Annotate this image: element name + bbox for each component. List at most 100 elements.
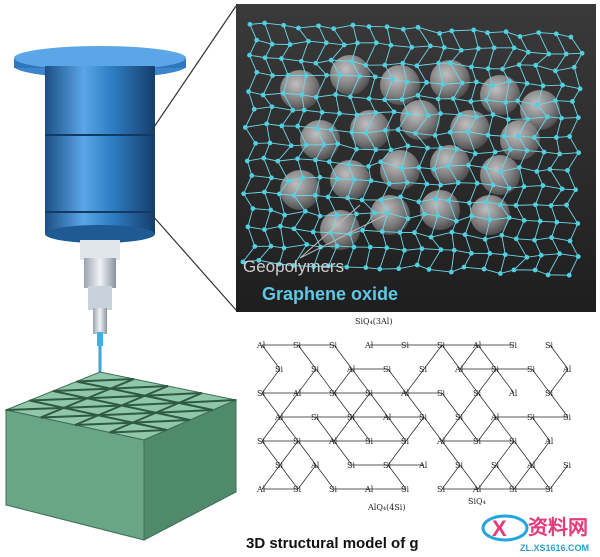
graphene-node — [533, 202, 538, 208]
graphene-node — [247, 52, 252, 58]
graphene-node — [244, 158, 250, 164]
graphene-node — [575, 254, 581, 259]
graphene-bond — [502, 47, 515, 70]
chem-atom: Al — [328, 437, 338, 446]
graphene-node — [427, 43, 433, 49]
chem-atom: Si — [257, 437, 265, 446]
graphene-bond — [281, 110, 294, 127]
graphene-node — [438, 247, 444, 253]
graphene-bond — [302, 176, 320, 179]
graphene-node — [440, 81, 446, 87]
graphene-bond — [535, 53, 550, 66]
graphene-node — [405, 143, 411, 149]
graphene-node — [260, 92, 266, 98]
graphene-bond — [312, 231, 322, 248]
graphene-node — [487, 217, 493, 223]
graphene-bond — [408, 113, 429, 116]
graphene-bond — [417, 26, 440, 34]
geopolymer-sphere — [280, 70, 320, 110]
graphene-bond — [435, 184, 441, 200]
graphene-node — [545, 272, 551, 278]
graphene-bond — [291, 144, 307, 147]
chem-atom: Si — [455, 461, 463, 470]
graphene-node — [302, 208, 308, 214]
graphene-node — [254, 69, 260, 75]
graphene-node — [458, 47, 464, 53]
graphene-node — [405, 216, 411, 222]
chem-atom: Al — [472, 485, 482, 494]
graphene-bond — [322, 111, 340, 114]
graphene-bond — [517, 118, 529, 137]
graphene-bond — [416, 62, 439, 67]
lattice-diagonal — [155, 409, 214, 414]
graphene-node — [474, 114, 479, 120]
graphene-bond — [297, 109, 305, 127]
graphene-bond — [249, 24, 258, 41]
graphene-node — [400, 60, 406, 66]
graphene-node — [354, 146, 359, 152]
graphene-bond — [397, 129, 409, 147]
graphene-bond — [293, 228, 308, 245]
graphene-node — [377, 266, 383, 272]
chem-atom: Al — [436, 437, 446, 446]
graphene-node — [383, 127, 388, 133]
graphene-bond — [390, 44, 412, 48]
graphene-node — [563, 51, 569, 57]
graphene-bond — [347, 148, 357, 165]
graphene-node — [557, 151, 563, 157]
graphene-node — [363, 130, 369, 136]
chem-bond — [297, 440, 317, 466]
graphene-node — [506, 185, 512, 191]
chem-atom: Al — [292, 389, 302, 398]
graphene-bond — [442, 82, 463, 85]
graphene-bond — [248, 91, 264, 96]
graphene-node — [534, 102, 540, 108]
graphene-node — [400, 26, 406, 32]
graphene-node — [313, 60, 319, 66]
graphene-bond — [335, 94, 340, 114]
graphene-bond — [501, 217, 510, 236]
chem-bond — [351, 416, 371, 442]
graphene-node — [521, 218, 527, 223]
graphene-bond — [361, 199, 375, 214]
graphene-bond — [401, 167, 419, 169]
geopolymer-sphere — [450, 110, 490, 150]
graphene-bond — [464, 215, 473, 235]
graphene-bond — [526, 150, 545, 153]
graphene-bond — [430, 231, 453, 238]
graphene-bond — [288, 177, 304, 182]
graphene-node — [482, 236, 488, 242]
graphene-bond — [418, 167, 435, 170]
chem-bond — [477, 392, 497, 418]
graphene-node — [247, 21, 253, 27]
graphene-node — [279, 123, 285, 129]
graphene-bond — [485, 151, 496, 168]
graphene-bond — [450, 62, 472, 68]
graphene-bond — [572, 101, 579, 118]
graphene-bond — [471, 66, 477, 83]
graphene-bond — [471, 215, 491, 221]
chem-atom: Si — [563, 413, 571, 422]
graphene-node — [565, 167, 570, 173]
graphene-bond — [448, 200, 470, 204]
graphene-node — [386, 181, 392, 187]
graphene-node — [449, 28, 455, 34]
graphene-node — [559, 186, 565, 192]
chem-bond — [531, 368, 551, 394]
graphene-bond — [447, 164, 469, 167]
graphene-node — [291, 226, 297, 232]
graphene-node — [438, 182, 443, 188]
graphene-node — [560, 82, 565, 88]
graphene-bond — [351, 61, 360, 77]
graphene-bond — [384, 64, 394, 80]
graphene-bond — [266, 123, 271, 144]
chem-bond — [459, 464, 479, 490]
chem-atom: Al — [274, 413, 284, 422]
graphene-node — [515, 98, 521, 104]
graphene-bond — [478, 47, 495, 49]
geopolymer-sphere — [320, 210, 360, 250]
chem-atom: Si — [437, 389, 445, 398]
graphene-node — [447, 129, 453, 135]
graphene-node — [552, 98, 558, 104]
graphene-bond — [509, 186, 525, 189]
